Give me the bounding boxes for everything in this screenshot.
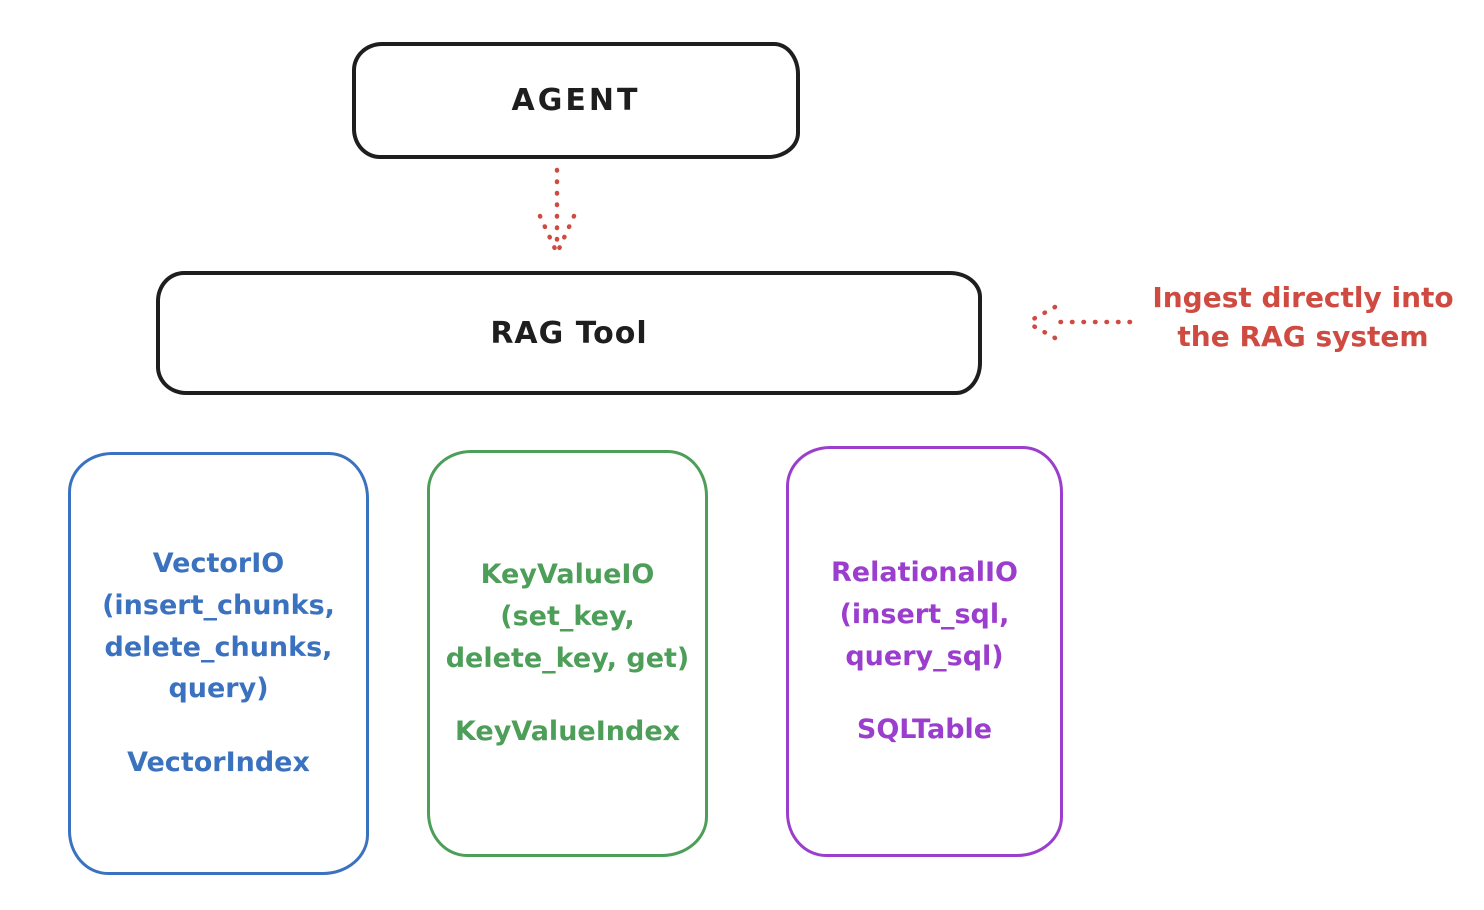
ingest-annotation-line2: the RAG system — [1177, 319, 1429, 353]
agent-node: AGENT — [352, 42, 800, 159]
title-line: RelationalIO — [831, 556, 1018, 588]
agent-label: AGENT — [511, 83, 641, 118]
title-line: VectorIO — [152, 547, 285, 579]
title-line: (insert_sql, — [839, 598, 1010, 630]
ingest-annotation-arrow — [1025, 304, 1133, 341]
sql-table-label: SQLTable — [856, 714, 993, 746]
keyvalue-io-title: KeyValueIO (set_key, delete_key, get) — [446, 554, 690, 680]
rag-tool-node: RAG Tool — [156, 271, 982, 395]
vector-io-title: VectorIO (insert_chunks, delete_chunks, … — [102, 543, 335, 710]
keyvalue-index-label: KeyValueIndex — [454, 716, 681, 748]
title-line: (insert_chunks, — [102, 589, 335, 621]
vector-index-label: VectorIndex — [127, 747, 310, 779]
relational-io-node: RelationalIO (insert_sql, query_sql) SQL… — [786, 446, 1063, 857]
vector-io-node: VectorIO (insert_chunks, delete_chunks, … — [68, 452, 369, 875]
title-line: delete_key, get) — [445, 642, 690, 674]
ingest-annotation-line1: Ingest directly into — [1152, 281, 1454, 314]
title-line: query_sql) — [845, 640, 1004, 672]
relational-io-title: RelationalIO (insert_sql, query_sql) — [831, 552, 1018, 678]
title-line: KeyValueIO — [480, 558, 655, 590]
title-line: (set_key, — [500, 600, 635, 632]
rag-tool-label: RAG Tool — [490, 315, 648, 351]
title-line: query) — [168, 673, 269, 705]
agent-to-rag-arrow — [537, 167, 577, 254]
keyvalue-io-node: KeyValueIO (set_key, delete_key, get) Ke… — [427, 450, 708, 857]
ingest-annotation: Ingest directly into the RAG system — [1138, 279, 1468, 356]
title-line: delete_chunks, — [104, 631, 333, 663]
